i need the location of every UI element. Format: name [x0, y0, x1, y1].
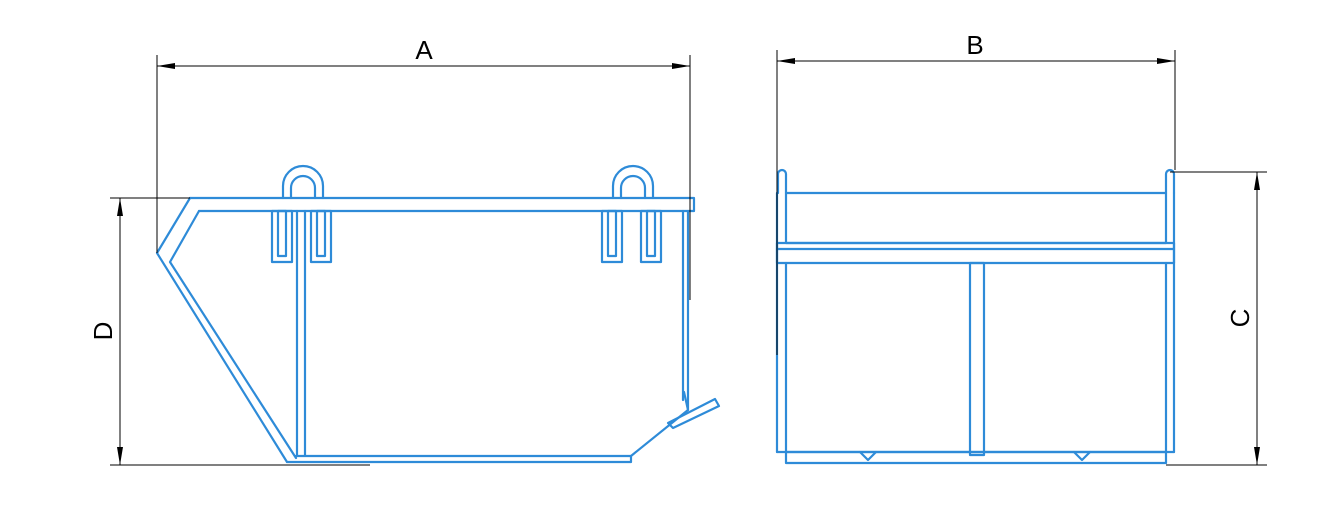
dimension-a-label: A	[415, 35, 433, 65]
dimension-a: A	[156, 35, 691, 300]
side-view-container-body	[155, 196, 721, 464]
front-view-lifting-lug-left	[776, 168, 788, 195]
front-view-container-body	[775, 191, 1176, 465]
front-view-lifting-lug-right	[1164, 168, 1176, 195]
front-view: B C	[775, 30, 1267, 466]
side-view-lifting-lug-front	[270, 164, 333, 264]
dimension-b-label: B	[966, 30, 983, 60]
dimension-b: B	[776, 30, 1176, 355]
dimension-d: D	[88, 197, 370, 466]
side-view: A D	[88, 35, 721, 466]
dimension-d-label: D	[88, 322, 118, 341]
dimension-c-label: C	[1225, 309, 1255, 328]
dimension-c: C	[1166, 171, 1267, 466]
side-view-lifting-lug-rear	[600, 164, 663, 264]
